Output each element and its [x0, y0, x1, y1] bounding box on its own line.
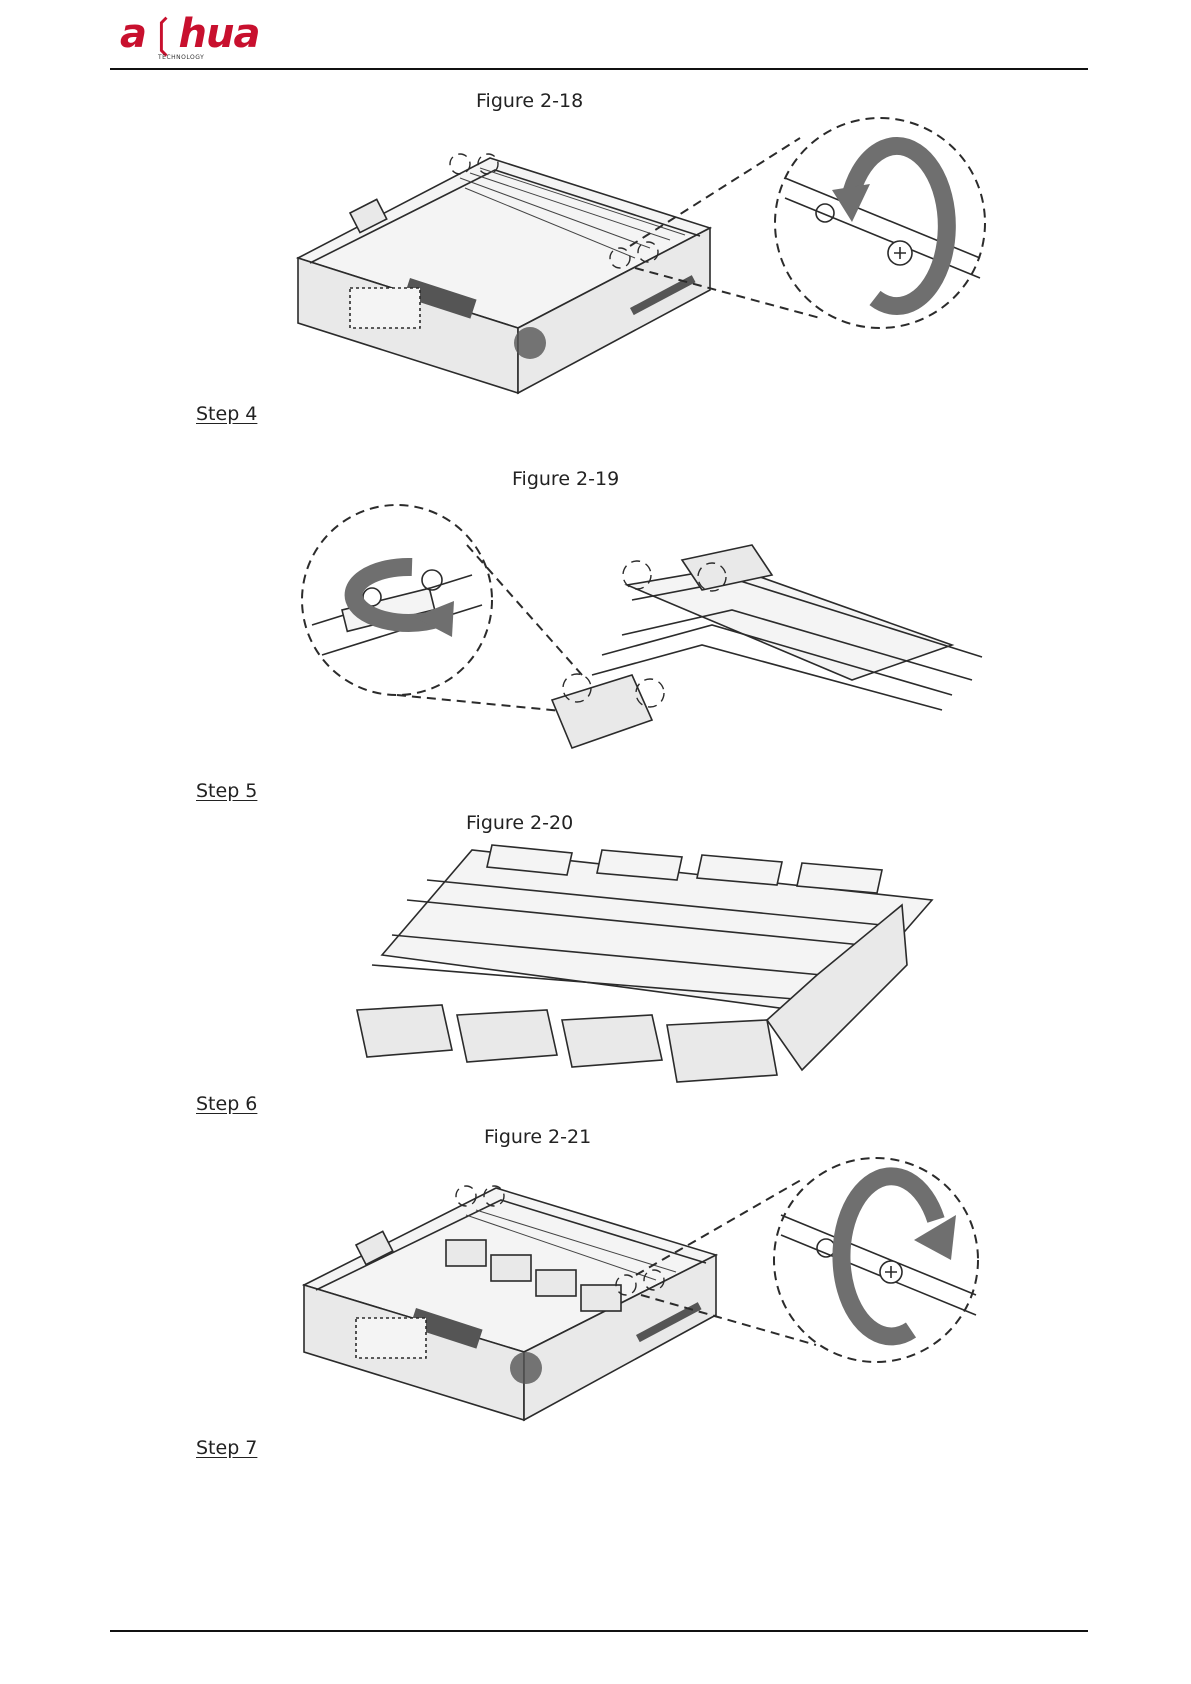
figure-2-21-illustration: [296, 1160, 986, 1430]
hdd-bracket-four-drives: [357, 845, 932, 1082]
dahua-logo: a❲hua TECHNOLOGY: [120, 14, 260, 66]
step-6-label: Step 6: [196, 1093, 257, 1115]
figure-2-18-illustration: [290, 118, 1010, 398]
figure-2-18-caption: Figure 2-18: [476, 90, 583, 112]
figure-2-20-caption: Figure 2-20: [466, 812, 573, 834]
figure-2-19-illustration: [292, 505, 992, 765]
screw-zoom-detail-2: [302, 505, 492, 695]
step-4-label: Step 4: [196, 403, 257, 425]
rotate-arrow-icon: [841, 1176, 936, 1336]
nvr-chassis-open: [298, 154, 710, 393]
logo-wordmark: a❲hua: [120, 14, 260, 54]
figure-2-21-caption: Figure 2-21: [484, 1126, 591, 1148]
figure-2-19-caption: Figure 2-19: [512, 468, 619, 490]
screw-zoom-detail-1: [775, 118, 985, 328]
header-rule: [110, 68, 1088, 70]
step-5-label: Step 5: [196, 780, 257, 802]
screw-zoom-detail-3: [774, 1158, 978, 1362]
hdd-bracket-single: [552, 545, 982, 748]
rotate-arrow-icon: [850, 146, 947, 306]
logo-subtitle: TECHNOLOGY: [158, 54, 204, 61]
step-7-label: Step 7: [196, 1437, 257, 1459]
nvr-chassis-with-drives: [304, 1186, 716, 1420]
footer-rule: [110, 1630, 1088, 1632]
figure-2-20-illustration: [352, 845, 932, 1085]
